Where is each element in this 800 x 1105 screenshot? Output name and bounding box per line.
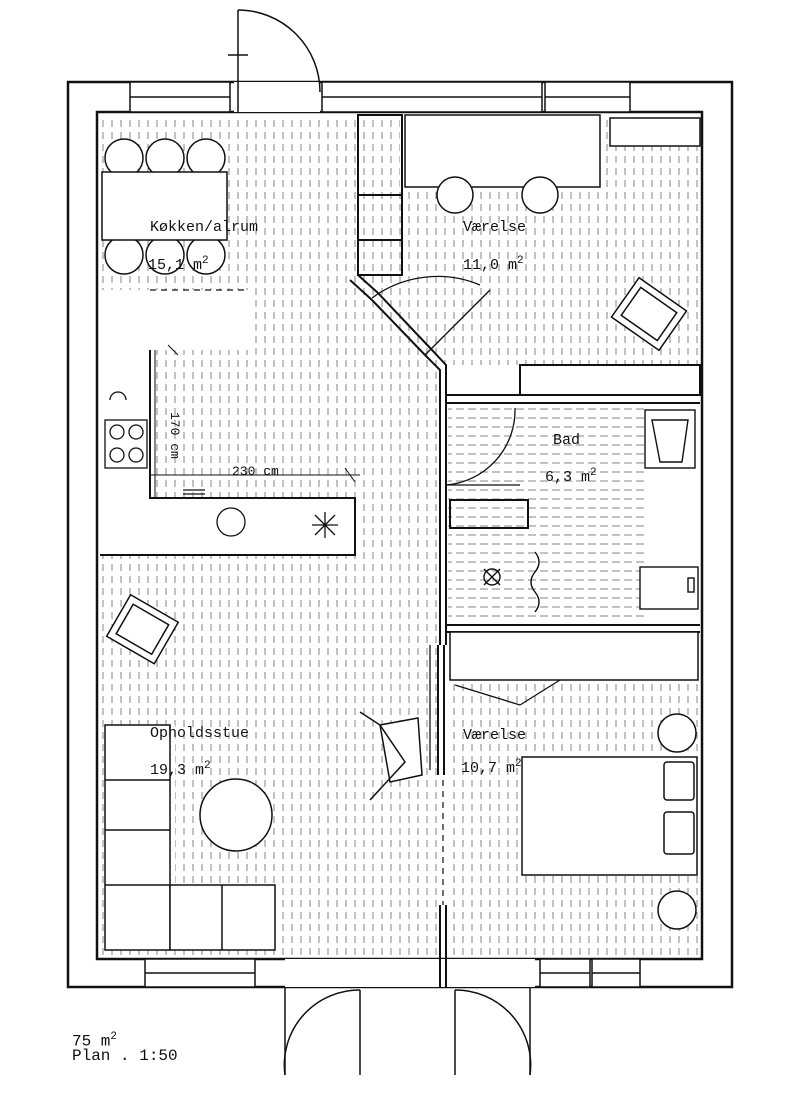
room-area-bedroom-1: 11,0 m2 [463,255,524,274]
entrance-door [228,9,321,112]
dimension-horizontal: 230 cm [232,464,279,479]
plan-scale: Plan . 1:50 [72,1047,178,1065]
bed [449,631,699,930]
bath-fixtures [483,409,699,613]
room-label-bedroom-2: Værelse [463,727,527,744]
dimension-vertical: 170 cm [167,412,182,459]
interior-doors [371,275,561,770]
room-area-living: 19,3 m2 [150,760,211,779]
windows [129,81,641,988]
terrace-doors [283,959,535,1076]
room-label-bath: Bad [553,432,581,449]
room-area-kitchen: 15,1 m2 [148,255,209,274]
room-label-bedroom-1: Værelse [463,219,527,236]
room-label-living: Opholdsstue [150,725,250,742]
desk [404,114,701,352]
total-area: 75 m2 [72,1031,118,1051]
room-area-bedroom-2: 10,7 m2 [461,758,522,777]
room-label-kitchen: Køkken/alrum [150,219,259,236]
stove [104,391,338,538]
dining-table [101,138,228,275]
sofa [104,593,423,951]
room-area-bath: 6,3 m2 [545,467,597,486]
dimension-lines [149,344,360,497]
